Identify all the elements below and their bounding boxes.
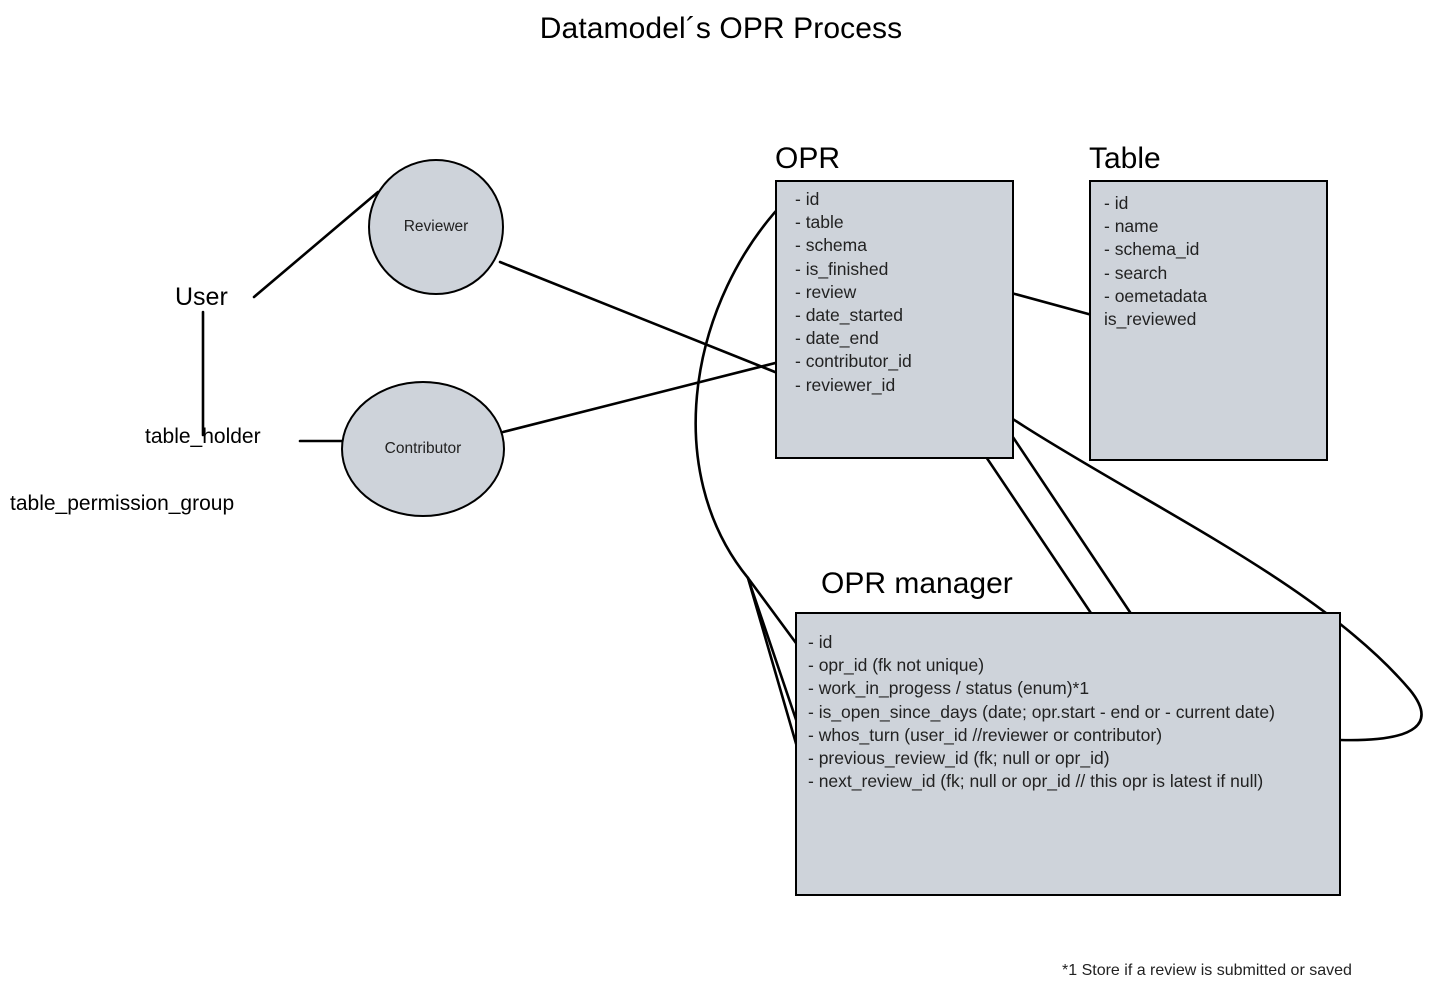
entity-box-opr-manager[interactable] [795,612,1341,896]
entity-title-table: Table [1089,142,1161,175]
field-row: - contributor_id [795,351,912,372]
edge-contributor-to-contributor-id [501,356,797,434]
field-row: - id [795,189,820,209]
field-row: - is_finished [795,258,889,279]
field-list-table: - id - name - schema_id - search - oemet… [1104,192,1207,331]
role-node-reviewer-label: Reviewer [403,218,469,235]
entity-title-opr: OPR [775,142,841,175]
field-row: - previous_review_id (fk; null or opr_id… [808,748,1110,769]
field-row: - schema [795,235,867,256]
field-row: - reviewer_id [795,374,896,395]
label-table-holder: table_holder [145,425,261,448]
field-row: - id [1104,193,1129,213]
label-table-permission-group: table_permission_group [10,492,235,515]
role-node-contributor-label: Contributor [384,440,462,457]
entity-title-opr-manager: OPR manager [821,567,1013,600]
field-row: - table [795,212,844,233]
field-row: - opr_id (fk not unique) [808,655,985,676]
field-row: - oemetadata [1104,285,1208,306]
field-row: - date_started [795,305,903,326]
role-node-contributor[interactable]: Contributor [341,381,505,517]
field-row: - name [1104,216,1159,237]
page-title: Datamodel´s OPR Process [539,12,903,45]
field-row: - whos_turn (user_id //reviewer or contr… [808,724,1163,745]
field-row: - work_in_progess / status (enum)*1 [808,678,1090,699]
field-row: - next_review_id (fk; null or opr_id // … [808,771,1264,792]
label-user: User [175,283,228,311]
field-row: - id [808,632,833,652]
field-row: - search [1104,262,1168,283]
field-list-opr-manager: - id - opr_id (fk not unique) - work_in_… [808,631,1275,793]
field-row: - is_open_since_days (date; opr.start - … [808,701,1275,722]
field-row: is_reviewed [1104,309,1197,330]
edge-user-reviewer [252,190,380,299]
entity-box-table[interactable] [1089,180,1328,461]
field-row: - schema_id [1104,239,1200,260]
role-node-reviewer[interactable]: Reviewer [368,159,504,295]
field-row: - date_end [795,328,879,349]
edge-reviewer-to-reviewer-id [498,260,797,382]
field-row: - review [795,281,857,302]
footnote: *1 Store if a review is submitted or sav… [1062,962,1352,979]
entity-box-opr[interactable] [775,180,1014,459]
edge-opr-id-curve [694,198,788,580]
field-list-opr: - id - table - schema - is_finished - re… [795,188,912,397]
